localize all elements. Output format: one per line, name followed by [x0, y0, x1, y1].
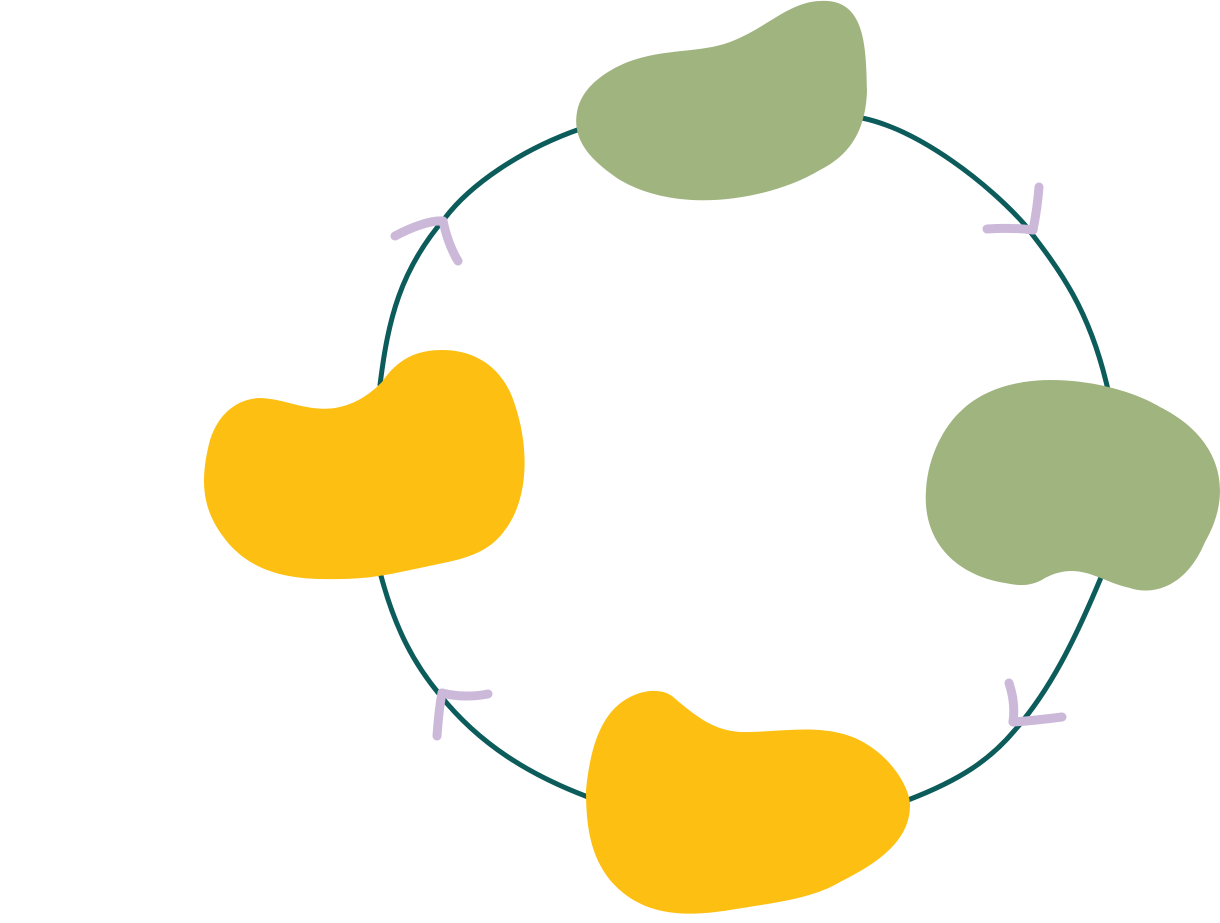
- cycle-node-left: [203, 350, 525, 580]
- arrow-top-left: [390, 216, 463, 266]
- arrow-bottom-left: [432, 688, 493, 741]
- cycle-node-top: [576, 0, 867, 201]
- arrow-bottom-right: [1004, 678, 1067, 727]
- cycle-node-bottom: [586, 690, 910, 914]
- arrow-top-right: [982, 182, 1044, 235]
- cycle-node-right: [925, 380, 1220, 591]
